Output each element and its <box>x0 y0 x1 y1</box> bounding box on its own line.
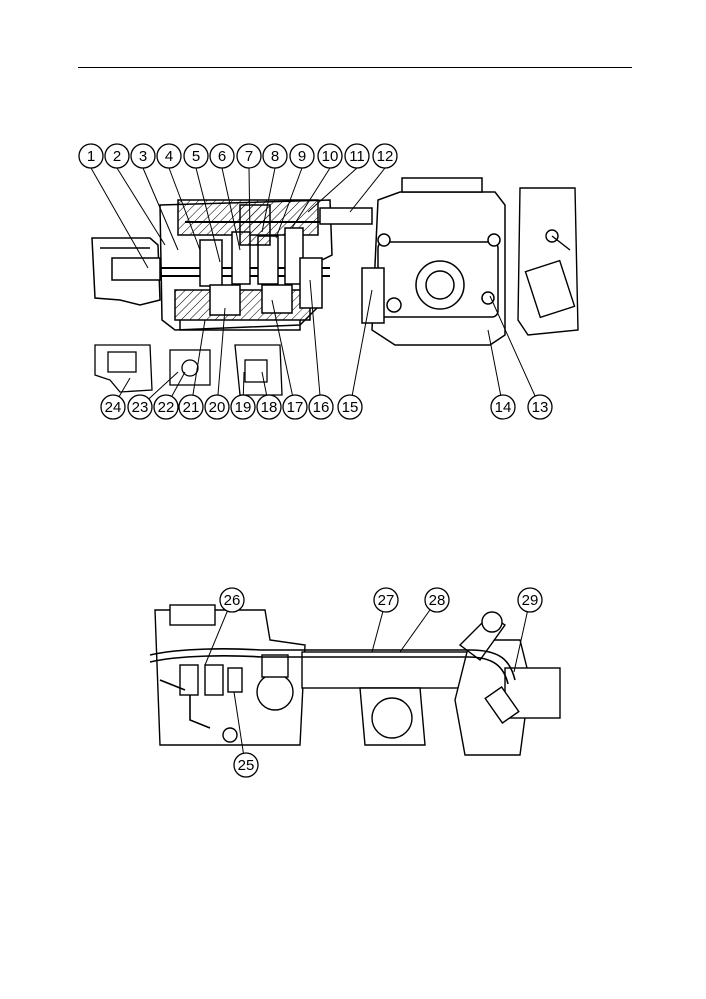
svg-text:10: 10 <box>322 148 339 165</box>
header-rule <box>78 67 632 68</box>
svg-text:18: 18 <box>261 399 278 416</box>
svg-text:24: 24 <box>105 399 122 416</box>
gearbox-front-view <box>361 177 506 346</box>
svg-text:3: 3 <box>139 148 147 165</box>
callout-21: 21 <box>178 394 204 420</box>
callout-9: 9 <box>289 143 315 169</box>
callout-26: 26 <box>219 587 245 613</box>
svg-text:7: 7 <box>245 148 253 165</box>
callout-25: 25 <box>233 752 259 778</box>
svg-text:25: 25 <box>238 757 255 774</box>
callout-7: 7 <box>236 143 262 169</box>
hydraulic-system-drawing <box>154 604 561 756</box>
gearbox-side-view <box>517 187 579 336</box>
svg-text:15: 15 <box>342 399 359 416</box>
svg-text:13: 13 <box>532 399 549 416</box>
svg-text:23: 23 <box>132 399 149 416</box>
svg-text:19: 19 <box>235 399 252 416</box>
callout-6: 6 <box>209 143 235 169</box>
callout-16: 16 <box>308 394 334 420</box>
callout-12: 12 <box>372 143 398 169</box>
callout-10: 10 <box>317 143 343 169</box>
svg-text:20: 20 <box>209 399 226 416</box>
svg-text:12: 12 <box>377 148 394 165</box>
svg-text:6: 6 <box>218 148 226 165</box>
gearbox-section-drawing <box>91 199 373 331</box>
callout-19: 19 <box>230 394 256 420</box>
callout-4: 4 <box>156 143 182 169</box>
svg-text:1: 1 <box>87 148 95 165</box>
svg-text:8: 8 <box>271 148 279 165</box>
callout-22: 22 <box>153 394 179 420</box>
callouts-hydraulic: 26 25 27 28 29 <box>219 587 543 778</box>
callout-27: 27 <box>373 587 399 613</box>
svg-text:22: 22 <box>158 399 175 416</box>
callout-15: 15 <box>337 394 363 420</box>
svg-text:16: 16 <box>313 399 330 416</box>
svg-text:5: 5 <box>192 148 200 165</box>
callout-20: 20 <box>204 394 230 420</box>
callout-2: 2 <box>104 143 130 169</box>
svg-text:28: 28 <box>429 592 446 609</box>
callout-23: 23 <box>127 394 153 420</box>
svg-text:26: 26 <box>224 592 241 609</box>
callout-24: 24 <box>100 394 126 420</box>
svg-text:21: 21 <box>183 399 200 416</box>
svg-text:29: 29 <box>522 592 539 609</box>
callout-5: 5 <box>183 143 209 169</box>
callouts-top-row: 1 2 3 4 5 6 7 8 9 10 11 12 <box>78 143 398 169</box>
svg-text:2: 2 <box>113 148 121 165</box>
callout-3: 3 <box>130 143 156 169</box>
detail-views <box>94 344 283 396</box>
callout-18: 18 <box>256 394 282 420</box>
svg-text:14: 14 <box>495 399 512 416</box>
callout-13: 13 <box>527 394 553 420</box>
svg-text:9: 9 <box>298 148 306 165</box>
callout-1: 1 <box>78 143 104 169</box>
callouts-bottom-row: 24 23 22 21 20 19 18 17 16 15 14 13 <box>100 394 553 420</box>
callout-11: 11 <box>344 143 370 169</box>
svg-text:27: 27 <box>378 592 395 609</box>
callout-28: 28 <box>424 587 450 613</box>
callout-14: 14 <box>490 394 516 420</box>
svg-text:11: 11 <box>349 148 365 165</box>
svg-text:4: 4 <box>165 148 173 165</box>
callout-17: 17 <box>282 394 308 420</box>
hydraulic-pipes <box>149 648 516 729</box>
callout-8: 8 <box>262 143 288 169</box>
svg-text:17: 17 <box>287 399 304 416</box>
callout-29: 29 <box>517 587 543 613</box>
